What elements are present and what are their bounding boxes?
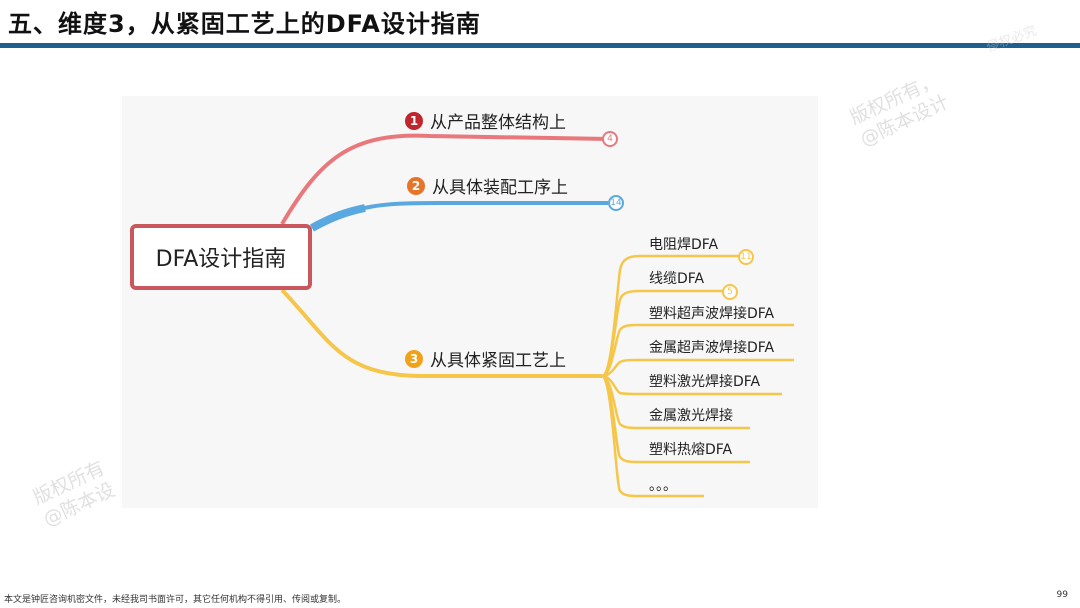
branch-1-connector bbox=[280, 133, 611, 226]
page-title: 五、维度3，从紧固工艺上的DFA设计指南 bbox=[8, 10, 481, 38]
leaf-2-count-badge: 5 bbox=[722, 284, 738, 300]
leaf-connector-5 bbox=[601, 374, 782, 396]
branch-3-number-badge: 3 bbox=[405, 349, 423, 368]
branch-3: 3 从具体紧固工艺上 bbox=[405, 346, 566, 371]
leaf-connector-2 bbox=[601, 289, 730, 378]
leaf-connector-4 bbox=[601, 358, 794, 378]
title-divider bbox=[0, 43, 1080, 48]
branch-2-connector-thick bbox=[310, 204, 366, 232]
leaf-node: 塑料超声波焊接DFA bbox=[649, 306, 775, 322]
branch-2-number-badge: 2 bbox=[407, 176, 425, 195]
leaf-connector-3 bbox=[601, 323, 794, 378]
leaf-node: 线缆DFA bbox=[649, 271, 705, 287]
footer-confidentiality-note: 本文是钟匠咨询机密文件，未经我司书面许可，其它任何机构不得引用、传阅或复制。 bbox=[4, 595, 347, 605]
leaf-connector-6 bbox=[601, 374, 750, 430]
branch-1-number-badge: 1 bbox=[405, 111, 423, 130]
branch-1-label: 从产品整体结构上 bbox=[430, 113, 566, 133]
leaf-1-count-badge: 11 bbox=[738, 249, 754, 265]
branch-1-count-badge: 4 bbox=[602, 131, 618, 147]
branch-3-connector bbox=[280, 288, 602, 378]
leaf-node: 塑料激光焊接DFA bbox=[649, 374, 761, 390]
leaf-node: 电阻焊DFA bbox=[649, 237, 719, 253]
leaf-node: 塑料热熔DFA bbox=[649, 442, 733, 458]
branch-2-label: 从具体装配工序上 bbox=[432, 178, 568, 198]
page-number: 99 bbox=[1056, 590, 1068, 600]
leaf-connector-8 bbox=[600, 374, 704, 498]
mindmap-root-node: DFA设计指南 bbox=[130, 224, 312, 290]
branch-2: 2 从具体装配工序上 bbox=[407, 173, 568, 198]
branch-2-count-badge: 14 bbox=[608, 195, 624, 211]
mindmap-panel bbox=[122, 96, 818, 508]
leaf-node: 金属超声波焊接DFA bbox=[649, 340, 775, 356]
branch-3-label: 从具体紧固工艺上 bbox=[430, 351, 566, 371]
leaf-node: 。。。 bbox=[649, 478, 677, 494]
branch-1: 1 从产品整体结构上 bbox=[405, 108, 566, 133]
leaf-node: 金属激光焊接 bbox=[649, 408, 733, 424]
